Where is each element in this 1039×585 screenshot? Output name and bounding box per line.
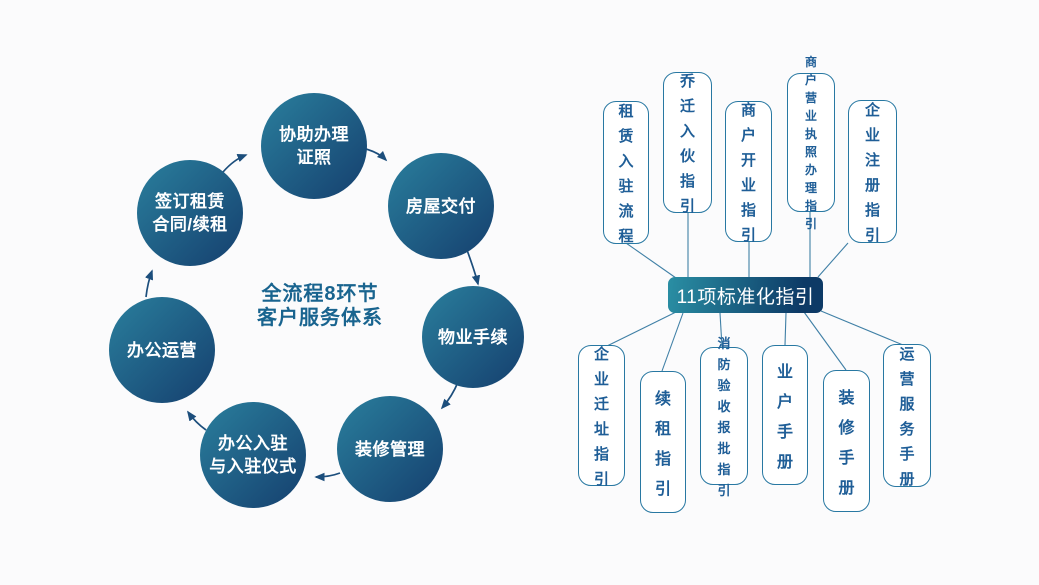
arrow-property-procedures-to-renovation	[440, 381, 459, 410]
guide-box-company-registration: 企业注册指引	[848, 100, 897, 244]
guide-box-company-relocation: 企业迁址指引	[578, 345, 625, 488]
connector-center-to-bottom-box-1	[606, 311, 677, 347]
connector-center-to-bottom-box-4	[784, 312, 787, 346]
cycle-title: 全流程8环节 客户服务体系	[257, 283, 383, 329]
arrow-operation-to-sign-lease	[145, 269, 153, 298]
guide-box-lease-move-in-process: 租赁入驻流程	[603, 101, 649, 245]
center-node-standard-guides: 11项标准化指引	[668, 277, 823, 313]
guide-box-label: 企业迁址指引	[593, 345, 609, 488]
flow-step-office-operation: 办公运营	[109, 297, 215, 403]
flow-step-property-procedures: 物业手续	[422, 286, 524, 388]
guide-box-label: 企业注册指引	[864, 101, 880, 244]
guide-box-label: 消防验收报批指引	[717, 336, 731, 498]
connector-center-to-bottom-box-6	[820, 310, 904, 346]
arrow-office-move-in-to-operation	[187, 410, 207, 431]
connector-center-to-bottom-box-2	[661, 312, 684, 372]
flow-step-house-delivery: 房屋交付	[388, 153, 494, 259]
guide-box-label: 业户手册	[776, 364, 793, 471]
connector-center-to-top-box-1	[625, 242, 677, 279]
arrow-sign-lease-to-assist-license	[222, 154, 248, 173]
flow-step-office-move-in: 办公入驻 与入驻仪式	[200, 402, 306, 508]
connector-center-to-bottom-box-5	[803, 311, 847, 371]
guide-box-label: 商户营业执照办理指引	[804, 55, 817, 231]
guide-box-tenant-handbook: 业户手册	[762, 345, 808, 485]
arrow-renovation-to-office-move-in	[314, 472, 341, 482]
guide-box-label: 租赁入驻流程	[618, 102, 634, 245]
flow-step-sign-lease: 签订租赁 合同/续租	[137, 160, 243, 266]
guide-box-label: 续租指引	[654, 391, 671, 498]
guide-box-label: 运营服务手册	[899, 345, 915, 488]
guide-box-renovation-handbook: 装修手册	[823, 370, 870, 512]
guide-box-label: 商户开业指引	[740, 101, 756, 244]
guide-box-operation-service-handbook: 运营服务手册	[883, 344, 931, 488]
guide-box-fire-acceptance-approval: 消防验收报批指引	[700, 336, 748, 498]
connector-center-to-top-box-5	[817, 242, 849, 278]
guide-box-merchant-opening: 商户开业指引	[725, 101, 772, 244]
guide-box-label: 装修手册	[838, 390, 855, 497]
flow-step-assist-license: 协助办理 证照	[261, 93, 367, 199]
guide-box-lease-renewal: 续租指引	[640, 371, 686, 513]
guide-box-business-license-handling: 商户营业执照办理指引	[787, 55, 835, 231]
guide-box-relocation-joining: 乔迁入伙指引	[663, 72, 712, 215]
guide-box-label: 乔迁入伙指引	[679, 72, 695, 215]
flow-step-renovation-management: 装修管理	[337, 396, 443, 502]
arrow-house-delivery-to-property-procedures	[466, 249, 481, 286]
